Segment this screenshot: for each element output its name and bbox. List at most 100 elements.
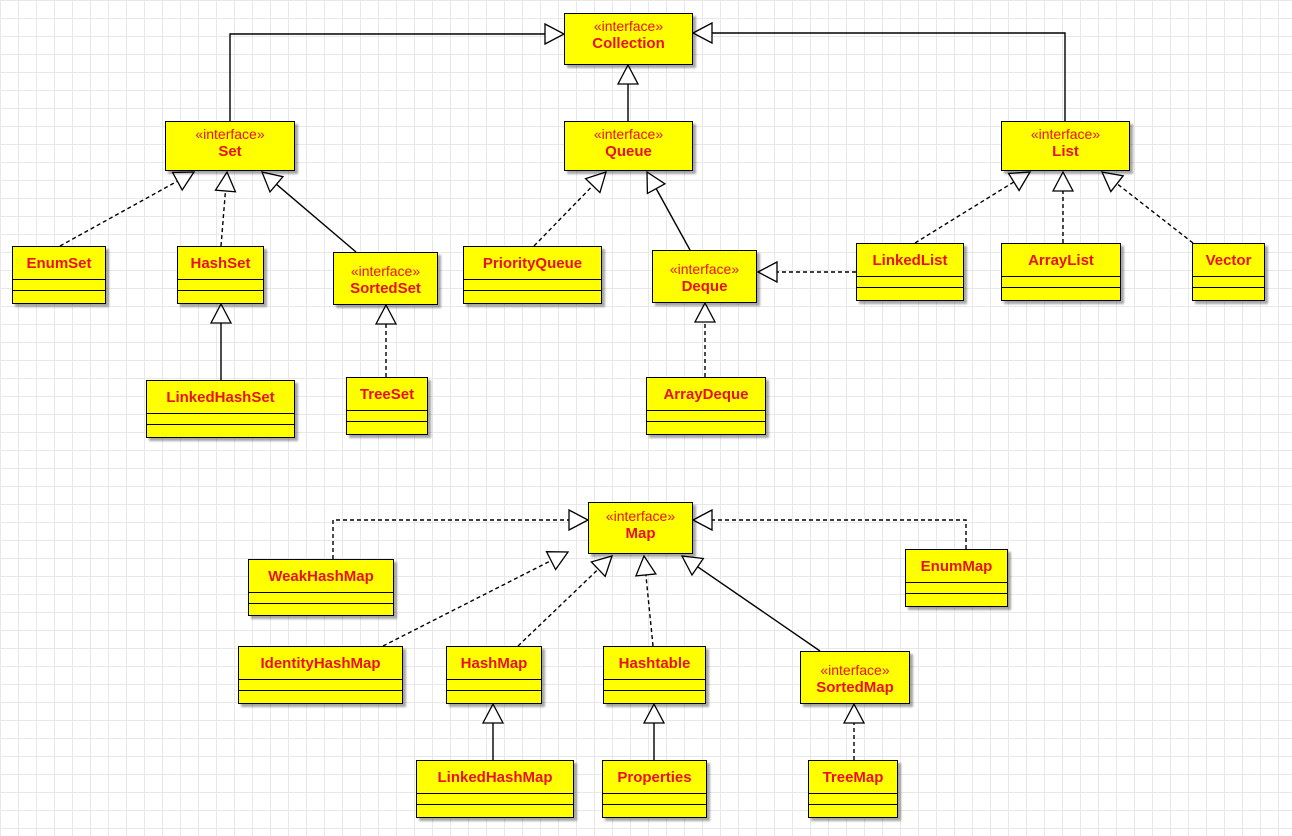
hollow-arrowhead-icon bbox=[634, 554, 657, 577]
class-name: HashSet bbox=[190, 254, 251, 272]
attributes-compartment bbox=[147, 413, 294, 414]
class-sortedset[interactable]: «interface» SortedSet bbox=[333, 252, 438, 305]
class-enummap[interactable]: EnumMap bbox=[905, 549, 1008, 607]
hollow-arrowhead-icon bbox=[1007, 171, 1032, 192]
class-vector[interactable]: Vector bbox=[1192, 243, 1265, 301]
hollow-arrowhead-icon bbox=[590, 555, 614, 578]
hollow-arrowhead-icon bbox=[1100, 171, 1125, 193]
hollow-arrowhead-icon bbox=[584, 170, 607, 194]
class-hashtable[interactable]: Hashtable bbox=[603, 646, 706, 704]
class-name: Map bbox=[625, 525, 656, 542]
stereotype-label: «interface» bbox=[195, 126, 265, 142]
class-identityhashmap-header: IdentityHashMap bbox=[239, 647, 402, 679]
class-deque[interactable]: «interface» Deque bbox=[652, 250, 757, 303]
hollow-arrowhead-icon bbox=[691, 508, 713, 532]
stereotype-label: «interface» bbox=[669, 260, 740, 277]
class-treemap[interactable]: TreeMap bbox=[808, 760, 898, 818]
hollow-arrowhead-icon bbox=[171, 171, 196, 192]
class-name: Collection bbox=[592, 35, 665, 52]
class-name: EnumMap bbox=[920, 557, 993, 575]
class-collection[interactable]: «interface» Collection bbox=[564, 13, 693, 65]
class-hashset-header: HashSet bbox=[178, 247, 263, 279]
class-priorityqueue[interactable]: PriorityQueue bbox=[463, 246, 602, 304]
realization-line bbox=[59, 180, 178, 247]
class-linkedhashmap[interactable]: LinkedHashMap bbox=[416, 760, 574, 818]
stereotype-label: «interface» bbox=[605, 508, 676, 524]
stereotype-label: «interface» bbox=[593, 18, 664, 34]
generalization-line bbox=[712, 32, 1066, 121]
class-hashtable-header: Hashtable bbox=[604, 647, 705, 679]
realization-line bbox=[914, 181, 1015, 244]
class-enumset[interactable]: EnumSet bbox=[12, 246, 106, 304]
class-arraylist[interactable]: ArrayList bbox=[1001, 243, 1121, 301]
class-hashmap-header: HashMap bbox=[447, 647, 541, 679]
attributes-compartment bbox=[13, 279, 105, 280]
class-map[interactable]: «interface» Map bbox=[588, 502, 693, 554]
methods-compartment bbox=[604, 690, 705, 691]
methods-compartment bbox=[1193, 287, 1264, 288]
attributes-compartment bbox=[857, 276, 963, 277]
methods-compartment bbox=[417, 804, 573, 805]
class-enumset-header: EnumSet bbox=[13, 247, 105, 279]
methods-compartment bbox=[178, 290, 263, 291]
class-queue[interactable]: «interface» Queue bbox=[564, 121, 693, 171]
generalization-line bbox=[697, 566, 821, 652]
class-set[interactable]: «interface» Set bbox=[165, 121, 295, 171]
realization-line bbox=[1116, 183, 1194, 244]
class-priorityqueue-header: PriorityQueue bbox=[464, 247, 601, 279]
class-sortedmap[interactable]: «interface» SortedMap bbox=[800, 651, 910, 704]
class-name: LinkedHashSet bbox=[166, 388, 275, 406]
attributes-compartment bbox=[906, 582, 1007, 583]
class-name: LinkedList bbox=[872, 251, 948, 269]
class-properties[interactable]: Properties bbox=[602, 760, 707, 818]
attributes-compartment bbox=[464, 279, 601, 280]
methods-compartment bbox=[347, 421, 427, 422]
class-set-header: «interface» Set bbox=[166, 122, 294, 164]
class-hashmap[interactable]: HashMap bbox=[446, 646, 542, 704]
class-collection-header: «interface» Collection bbox=[565, 14, 692, 56]
class-hashset[interactable]: HashSet bbox=[177, 246, 264, 304]
class-treemap-header: TreeMap bbox=[809, 761, 897, 793]
class-name: Properties bbox=[617, 768, 692, 786]
attributes-compartment bbox=[178, 279, 263, 280]
class-arraylist-header: ArrayList bbox=[1002, 244, 1120, 276]
class-name: WeakHashMap bbox=[268, 567, 374, 585]
attributes-compartment bbox=[249, 592, 393, 593]
realization-line bbox=[382, 559, 552, 647]
class-identityhashmap[interactable]: IdentityHashMap bbox=[238, 646, 403, 704]
attributes-compartment bbox=[809, 793, 897, 794]
class-name: Set bbox=[218, 143, 242, 160]
class-treeset[interactable]: TreeSet bbox=[346, 377, 428, 435]
class-enummap-header: EnumMap bbox=[906, 550, 1007, 582]
attributes-compartment bbox=[239, 679, 402, 680]
hollow-arrowhead-icon bbox=[842, 702, 866, 724]
class-name: PriorityQueue bbox=[482, 254, 583, 272]
class-linkedhashset[interactable]: LinkedHashSet bbox=[146, 380, 295, 438]
methods-compartment bbox=[857, 287, 963, 288]
class-sortedmap-header: «interface» SortedMap bbox=[801, 652, 909, 705]
class-name: HashMap bbox=[460, 654, 528, 672]
realization-line bbox=[533, 185, 594, 247]
class-deque-header: «interface» Deque bbox=[653, 251, 756, 304]
class-list[interactable]: «interface» List bbox=[1001, 121, 1130, 171]
class-treeset-header: TreeSet bbox=[347, 378, 427, 410]
class-arraydeque-header: ArrayDeque bbox=[647, 378, 765, 410]
methods-compartment bbox=[147, 424, 294, 425]
stereotype-label: «interface» bbox=[1030, 126, 1101, 142]
class-linkedlist[interactable]: LinkedList bbox=[856, 243, 964, 301]
attributes-compartment bbox=[603, 793, 706, 794]
hollow-arrowhead-icon bbox=[680, 555, 705, 577]
hollow-arrowhead-icon bbox=[691, 21, 713, 45]
class-name: Queue bbox=[605, 143, 652, 160]
methods-compartment bbox=[13, 290, 105, 291]
hollow-arrowhead-icon bbox=[756, 260, 778, 284]
class-name: SortedMap bbox=[816, 678, 894, 696]
class-arraydeque[interactable]: ArrayDeque bbox=[646, 377, 766, 435]
class-name: ArrayDeque bbox=[663, 385, 749, 403]
class-weakhashmap[interactable]: WeakHashMap bbox=[248, 559, 394, 616]
class-queue-header: «interface» Queue bbox=[565, 122, 692, 164]
realization-line bbox=[517, 568, 599, 647]
class-name: EnumSet bbox=[26, 254, 92, 272]
methods-compartment bbox=[249, 603, 393, 604]
